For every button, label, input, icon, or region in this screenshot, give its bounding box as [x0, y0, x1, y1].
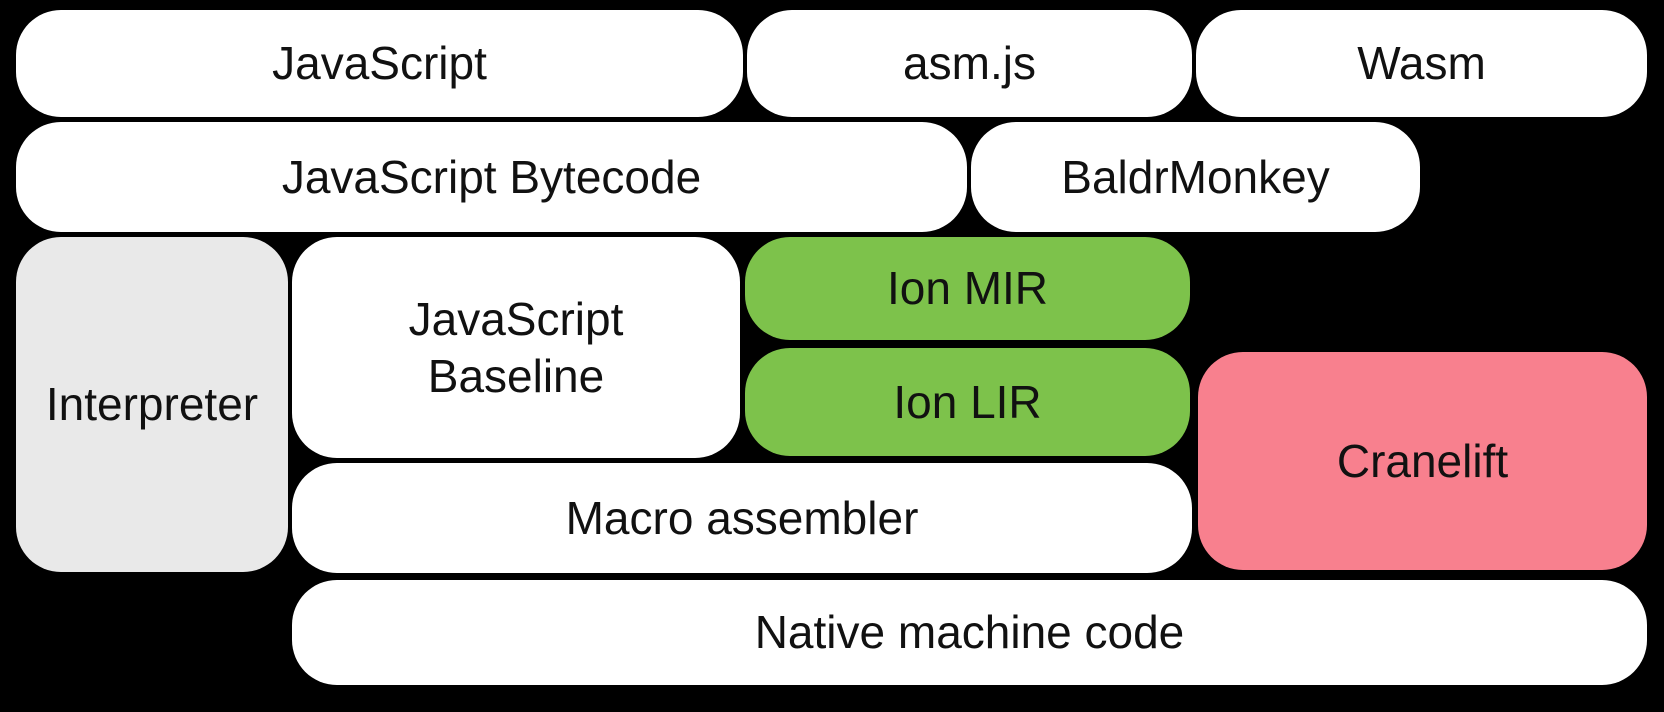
box-macro-assembler: Macro assembler [292, 463, 1192, 573]
box-asmjs: asm.js [747, 10, 1192, 117]
box-baldrmonkey: BaldrMonkey [971, 122, 1420, 232]
box-wasm: Wasm [1196, 10, 1647, 117]
box-ion-lir: Ion LIR [745, 348, 1190, 456]
box-javascript-bytecode: JavaScript Bytecode [16, 122, 967, 232]
box-native-machine-code: Native machine code [292, 580, 1647, 685]
box-cranelift: Cranelift [1198, 352, 1647, 570]
box-ion-mir: Ion MIR [745, 237, 1190, 340]
box-javascript-baseline: JavaScript Baseline [292, 237, 740, 458]
box-javascript: JavaScript [16, 10, 743, 117]
box-interpreter: Interpreter [16, 237, 288, 572]
